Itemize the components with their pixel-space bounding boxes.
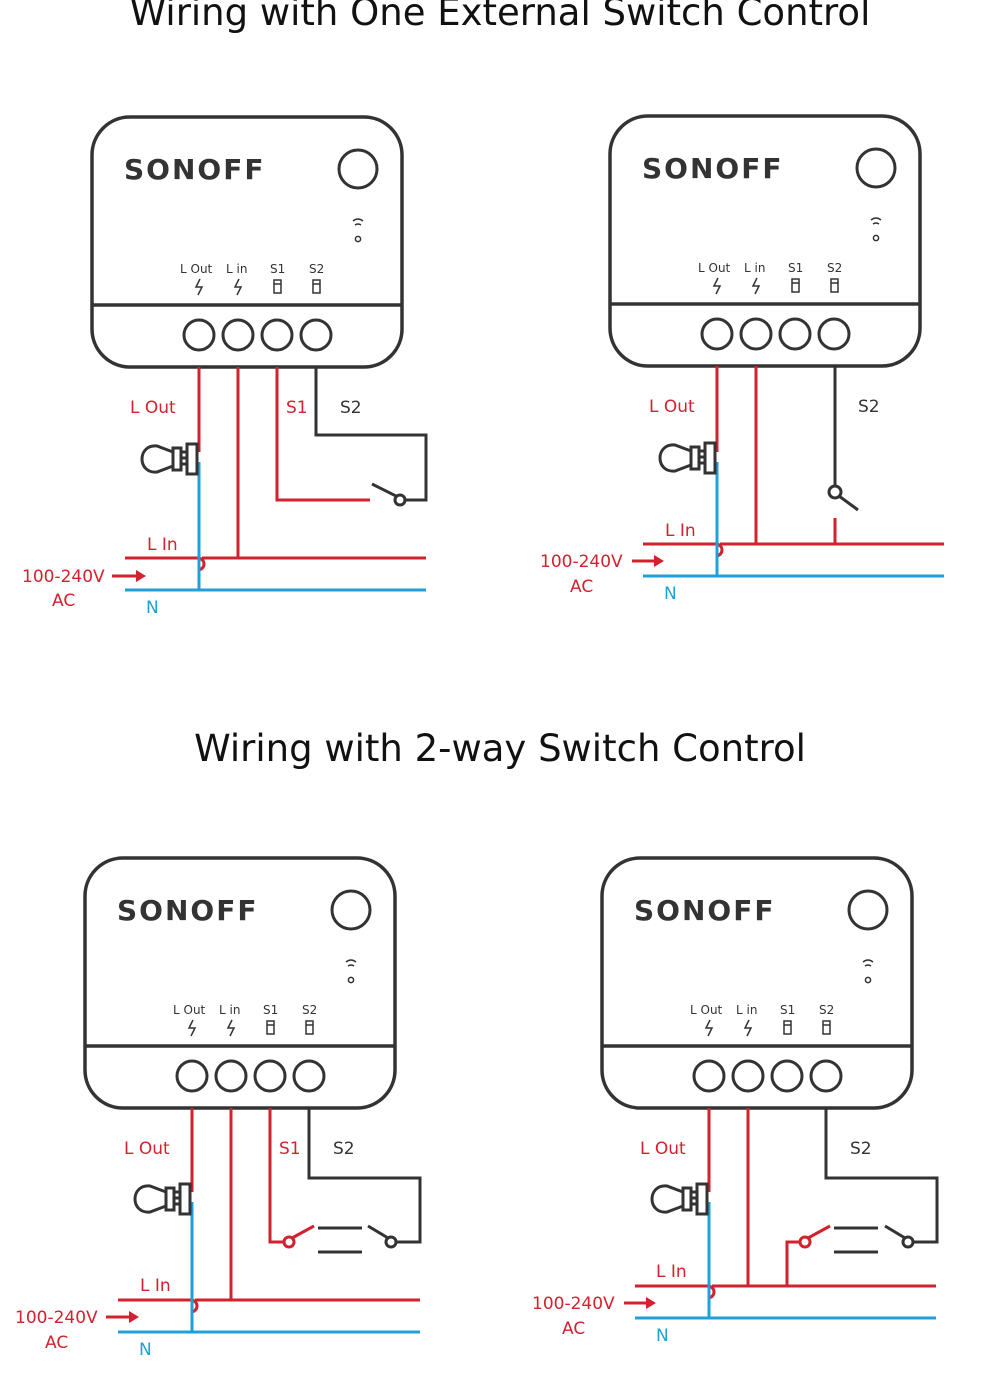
terminal-label-s1: S1 (788, 261, 803, 275)
diagram-2-way-left: SONOFF L Out L in S1 S2 L Out S1 S2 L In… (15, 856, 422, 1360)
terminal-label-s2: S2 (309, 262, 324, 276)
terminal-label-l-out: L Out (690, 1003, 723, 1017)
label-l-out: L Out (640, 1139, 686, 1159)
label-l-out: L Out (124, 1139, 170, 1159)
label-l-in: L In (140, 1276, 171, 1296)
label-s2: S2 (333, 1139, 355, 1159)
label-n: N (139, 1340, 152, 1360)
terminal-label-s2: S2 (819, 1003, 834, 1017)
terminal-label-l-out: L Out (698, 261, 731, 275)
terminal-label-l-in: L in (736, 1003, 757, 1017)
label-voltage: 100-240V (22, 567, 105, 587)
label-ac: AC (570, 577, 593, 597)
label-l-in: L In (665, 521, 696, 541)
label-ac: AC (45, 1333, 68, 1353)
section-title-2-way-switch: Wiring with 2-way Switch Control (194, 727, 806, 770)
label-l-out: L Out (649, 397, 695, 417)
label-l-in: L In (147, 535, 178, 555)
label-l-out: L Out (130, 398, 176, 418)
terminal-label-s2: S2 (302, 1003, 317, 1017)
label-voltage: 100-240V (540, 552, 623, 572)
terminal-label-s1: S1 (780, 1003, 795, 1017)
sonoff-logo: SONOFF (117, 894, 258, 927)
diagram-one-switch-left: SONOFF L Out L in S1 S2 L Out S1 S2 L In… (22, 115, 428, 618)
section-title-one-external-switch: Wiring with One External Switch Control (129, 0, 871, 34)
sonoff-logo: SONOFF (642, 152, 783, 185)
terminal-label-l-in: L in (226, 262, 247, 276)
terminal-label-l-in: L in (744, 261, 765, 275)
diagram-2-way-right: SONOFF L Out L in S1 S2 L Out S2 L In 10… (532, 856, 939, 1346)
terminal-label-s1: S1 (263, 1003, 278, 1017)
terminal-label-l-in: L in (219, 1003, 240, 1017)
terminal-label-l-out: L Out (173, 1003, 206, 1017)
terminal-label-s1: S1 (270, 262, 285, 276)
label-ac: AC (562, 1319, 585, 1339)
label-s1: S1 (279, 1139, 301, 1159)
terminal-label-s2: S2 (827, 261, 842, 275)
label-l-in: L In (656, 1262, 687, 1282)
label-ac: AC (52, 591, 75, 611)
label-n: N (656, 1326, 669, 1346)
label-voltage: 100-240V (532, 1294, 615, 1314)
label-s2: S2 (858, 397, 880, 417)
sonoff-logo: SONOFF (124, 153, 265, 186)
sonoff-logo: SONOFF (634, 894, 775, 927)
diagram-one-switch-right: SONOFF L Out L in S1 S2 L Out S2 L In 10… (540, 114, 944, 604)
label-n: N (146, 598, 159, 618)
label-s2: S2 (850, 1139, 872, 1159)
terminal-label-l-out: L Out (180, 262, 213, 276)
label-s2: S2 (340, 398, 362, 418)
label-n: N (664, 584, 677, 604)
label-s1: S1 (286, 398, 308, 418)
label-voltage: 100-240V (15, 1308, 98, 1328)
